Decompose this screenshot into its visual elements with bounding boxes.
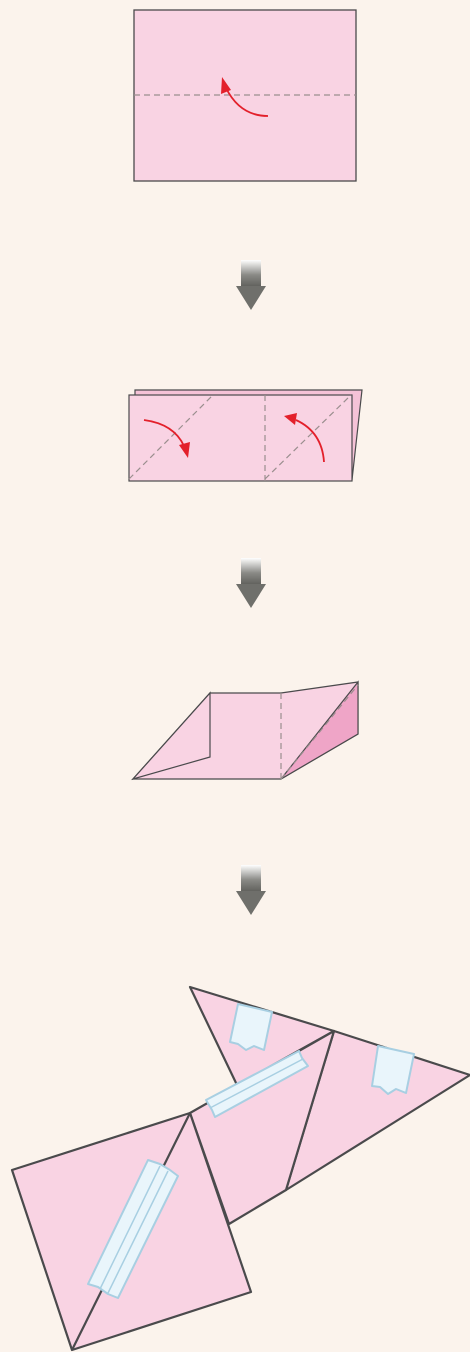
tape-strip bbox=[372, 1046, 414, 1094]
down-arrow-icon bbox=[236, 865, 266, 915]
tape-strip bbox=[230, 1004, 272, 1050]
step-4-taped-assembly bbox=[12, 987, 470, 1350]
step-1-fold-in-half bbox=[134, 10, 356, 181]
step-2-fold-corners bbox=[129, 390, 362, 481]
paper-front-layer bbox=[129, 395, 352, 481]
down-arrow-icon bbox=[236, 260, 266, 310]
down-arrow-icon bbox=[236, 558, 266, 608]
step-3-folded-shape bbox=[133, 682, 358, 779]
